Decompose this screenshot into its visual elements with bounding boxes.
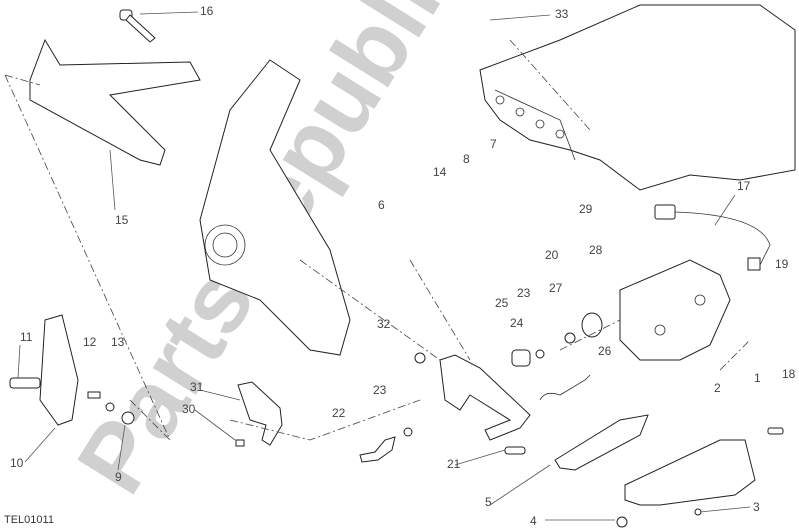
leader-lines	[17, 11, 751, 521]
plate-31-part	[235, 381, 283, 447]
label-6[interactable]: 6	[378, 198, 385, 212]
label-8[interactable]: 8	[463, 152, 470, 166]
label-19[interactable]: 19	[775, 257, 789, 271]
label-23a[interactable]: 23	[373, 383, 387, 397]
passenger-footpeg-part	[554, 414, 649, 471]
label-15[interactable]: 15	[115, 213, 129, 227]
label-9[interactable]: 9	[115, 470, 122, 484]
heel-plate-part	[616, 427, 784, 528]
brake-lever-part	[359, 332, 576, 463]
footrest-part	[9, 314, 135, 426]
label-30[interactable]: 30	[182, 402, 196, 416]
footpeg-bracket-part	[29, 38, 201, 166]
frame-part	[479, 4, 796, 191]
brake-hanger-part	[619, 259, 731, 361]
heel-guard-part	[199, 59, 351, 356]
label-31[interactable]: 31	[190, 380, 204, 394]
label-7[interactable]: 7	[490, 137, 497, 151]
sensor-cable-part	[654, 204, 771, 271]
label-22[interactable]: 22	[332, 406, 346, 420]
label-1[interactable]: 1	[754, 371, 761, 385]
label-28[interactable]: 28	[589, 243, 603, 257]
label-20[interactable]: 20	[545, 248, 559, 262]
label-18[interactable]: 18	[782, 367, 796, 381]
label-10[interactable]: 10	[10, 456, 24, 470]
label-21[interactable]: 21	[447, 457, 461, 471]
label-27[interactable]: 27	[549, 281, 563, 295]
spring-parts	[539, 312, 603, 401]
label-25[interactable]: 25	[495, 296, 509, 310]
label-33[interactable]: 33	[555, 7, 569, 21]
label-14[interactable]: 14	[433, 165, 447, 179]
label-32[interactable]: 32	[377, 317, 391, 331]
label-11[interactable]: 11	[20, 330, 33, 344]
label-24[interactable]: 24	[510, 316, 524, 330]
label-4[interactable]: 4	[530, 514, 537, 528]
label-23b[interactable]: 23	[517, 286, 531, 300]
label-3[interactable]: 3	[753, 500, 760, 514]
part-labels: 1 2 3 4 5 6 7 8 9 10 11 12 13 14 15 16 1…	[10, 4, 796, 528]
label-12[interactable]: 12	[83, 335, 97, 349]
label-2[interactable]: 2	[714, 381, 721, 395]
bolt-16-part	[119, 9, 156, 43]
label-13[interactable]: 13	[111, 335, 125, 349]
construction-lines	[4, 39, 751, 441]
label-26[interactable]: 26	[598, 344, 612, 358]
label-5[interactable]: 5	[485, 495, 492, 509]
diagram-code: TEL01011	[4, 514, 54, 526]
label-29[interactable]: 29	[579, 202, 593, 216]
label-16[interactable]: 16	[200, 4, 214, 18]
label-17[interactable]: 17	[737, 179, 751, 193]
